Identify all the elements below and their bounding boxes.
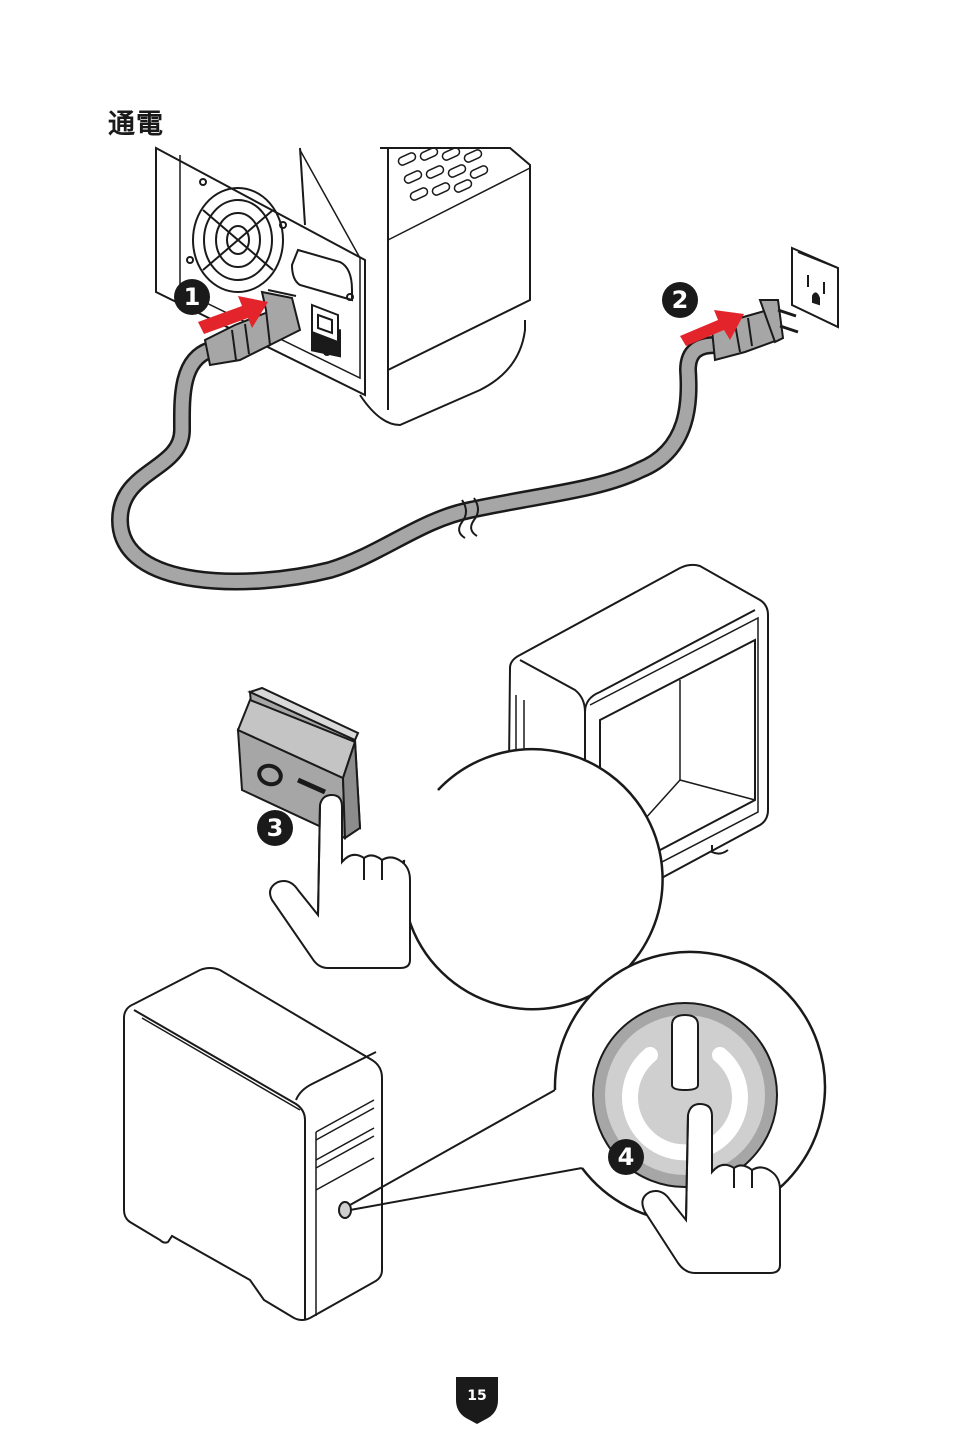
tower-case-illustration [124, 968, 382, 1320]
page-number-badge: 15 [456, 1377, 498, 1424]
step-badge-1: 1 [174, 279, 210, 315]
step-badge-2: 2 [662, 282, 698, 318]
step-number-1: 1 [184, 283, 201, 311]
step-number-2: 2 [672, 286, 689, 314]
power-cable [120, 345, 715, 582]
step-badge-3: 3 [257, 810, 293, 846]
page-number: 15 [467, 1388, 486, 1404]
step-number-4: 4 [618, 1143, 635, 1171]
step-badge-4: 4 [608, 1139, 644, 1175]
callout-line-4 [350, 1090, 582, 1210]
wall-outlet [792, 248, 838, 327]
psu-illustration [156, 147, 530, 425]
step-number-3: 3 [267, 814, 284, 842]
